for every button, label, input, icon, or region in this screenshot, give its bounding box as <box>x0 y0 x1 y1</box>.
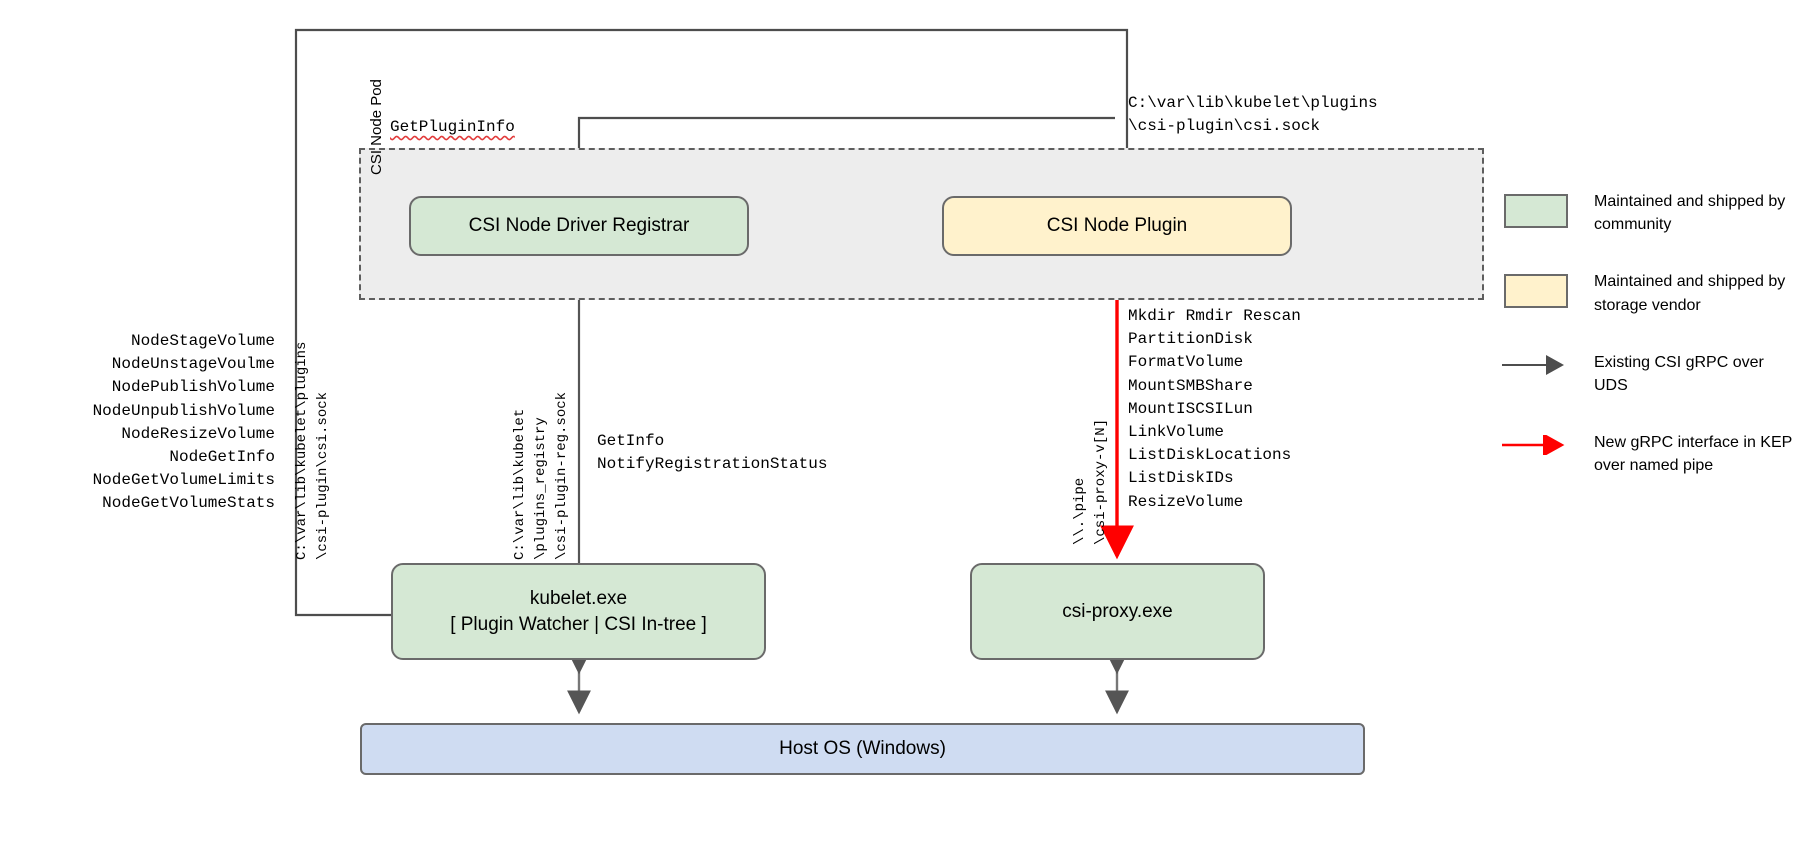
gray-arrow-icon <box>1502 354 1564 375</box>
label-csi-sock-path: C:\var\lib\kubelet\plugins \csi-plugin\c… <box>1128 94 1378 136</box>
legend: Maintained and shipped by community Main… <box>1500 190 1800 512</box>
legend-item-vendor: Maintained and shipped by storage vendor <box>1500 270 1800 316</box>
red-arrow-icon <box>1502 435 1565 456</box>
node-csi-node-driver-registrar[interactable]: CSI Node Driver Registrar <box>409 196 749 256</box>
legend-key-community <box>1500 190 1572 228</box>
label-rotated-named-pipe-path: \\.\pipe \csi-proxy-v[N] <box>1072 418 1109 545</box>
node-host-os[interactable]: Host OS (Windows) <box>360 723 1365 775</box>
legend-label-vendor: Maintained and shipped by storage vendor <box>1594 273 1786 314</box>
label-registration-calls: GetInfo NotifyRegistrationStatus <box>597 432 828 474</box>
legend-label-existing-csi: Existing CSI gRPC over UDS <box>1594 353 1764 394</box>
label-rotated-csi-sock-path: C:\var\lib\kubelet\plugins \csi-plugin\c… <box>294 341 331 560</box>
legend-key-existing-csi <box>1500 351 1572 375</box>
node-csi-proxy-exe[interactable]: csi-proxy.exe <box>970 563 1265 660</box>
node-csi-node-plugin[interactable]: CSI Node Plugin <box>942 196 1292 256</box>
legend-item-new-grpc: New gRPC interface in KEP over named pip… <box>1500 431 1800 477</box>
legend-label-new-grpc: New gRPC interface in KEP over named pip… <box>1594 434 1793 475</box>
legend-label-community: Maintained and shipped by community <box>1594 193 1786 234</box>
swatch-vendor-yellow <box>1504 274 1568 309</box>
label-csi-proxy-operations: Mkdir Rmdir Rescan PartitionDisk FormatV… <box>1128 307 1301 511</box>
csi-node-pod-label: CSI Node Pod <box>368 79 385 175</box>
kubelet-subtitle: [ Plugin Watcher | CSI In-tree ] <box>450 613 707 635</box>
node-kubelet-exe[interactable]: kubelet.exe [ Plugin Watcher | CSI In-tr… <box>391 563 766 660</box>
legend-key-vendor <box>1500 270 1572 309</box>
legend-item-community: Maintained and shipped by community <box>1500 190 1800 236</box>
legend-item-existing-csi: Existing CSI gRPC over UDS <box>1500 351 1800 397</box>
kubelet-title: kubelet.exe <box>529 587 628 609</box>
swatch-community-green <box>1504 194 1568 228</box>
legend-key-new-grpc <box>1500 431 1572 456</box>
label-rotated-registration-sock-path: C:\var\lib\kubelet \plugins_registry \cs… <box>512 391 570 560</box>
label-node-service-operations: NodeStageVolume NodeUnstageVoulme NodePu… <box>92 332 275 513</box>
label-get-plugin-info: GetPluginInfo <box>390 118 515 136</box>
